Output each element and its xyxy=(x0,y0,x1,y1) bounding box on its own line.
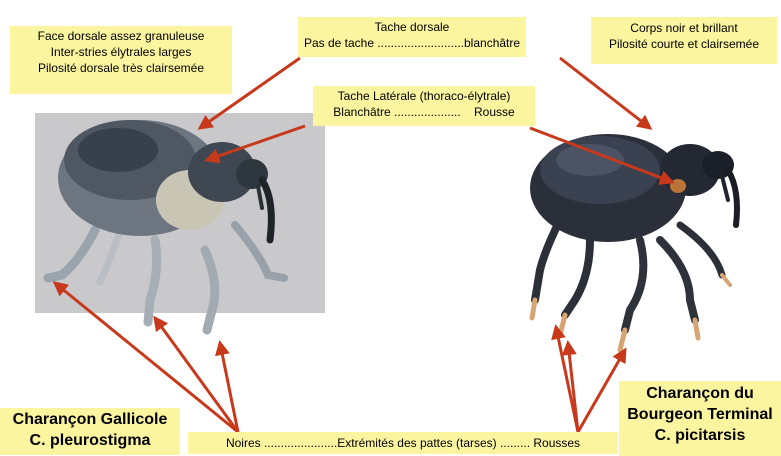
species-right-latin: C. picitarsis xyxy=(619,425,781,446)
box-bottom: Noires ......................Extrémités … xyxy=(188,432,618,454)
box-top-right: Corps noir et brillant Pilosité courte e… xyxy=(591,17,777,64)
arrow-lateral-left xyxy=(207,126,305,160)
top-center-line-2: Pas de tache ..........................b… xyxy=(298,35,526,51)
top-left-line-2: Inter-stries élytrales larges xyxy=(10,44,232,60)
top-right-line-1: Corps noir et brillant xyxy=(591,20,777,36)
top-left-line-1: Face dorsale assez granuleuse xyxy=(10,28,232,44)
top-left-line-3: Pilosité dorsale très clairsemée xyxy=(10,60,232,76)
middle-line-1: Tache Latérale (thoraco-élytrale) xyxy=(313,88,535,104)
species-right-name-1: Charançon du xyxy=(619,383,781,404)
arrow-dorsal-right xyxy=(560,58,650,128)
arrow-lateral-right xyxy=(530,128,672,182)
box-top-center: Tache dorsale Pas de tache .............… xyxy=(298,17,526,57)
top-center-line-1: Tache dorsale xyxy=(298,19,526,35)
box-top-left: Face dorsale assez granuleuse Inter-stri… xyxy=(10,26,232,94)
box-middle: Tache Latérale (thoraco-élytrale) Blanch… xyxy=(313,86,535,126)
middle-line-2: Blanchâtre .................... Rousse xyxy=(313,104,535,120)
species-left-name: Charançon Gallicole xyxy=(0,409,180,430)
arrow-tarsi-right-1 xyxy=(556,327,578,432)
species-right-name-2: Bourgeon Terminal xyxy=(619,404,781,425)
top-right-line-2: Pilosité courte et clairsemée xyxy=(591,36,777,52)
bottom-line: Noires ......................Extrémités … xyxy=(188,432,618,454)
species-right-title: Charançon du Bourgeon Terminal C. picita… xyxy=(619,381,781,456)
species-left-latin: C. pleurostigma xyxy=(0,430,180,451)
arrow-tarsi-right-3 xyxy=(578,350,625,432)
species-left-title: Charançon Gallicole C. pleurostigma xyxy=(0,408,180,455)
